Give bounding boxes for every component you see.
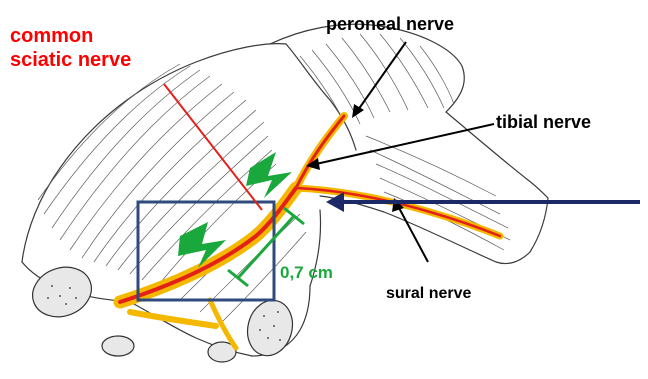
label-common-sciatic-line2: sciatic nerve [10, 49, 131, 71]
lightning-bolt-icon [246, 152, 292, 198]
label-distance: 0,7 cm [280, 263, 333, 282]
label-sural-nerve: sural nerve [386, 285, 471, 302]
annotation-lines [164, 42, 640, 262]
label-peroneal-nerve: peroneal nerve [326, 14, 454, 34]
nerve-bundle [120, 116, 500, 348]
label-tibial-nerve: tibial nerve [496, 112, 591, 132]
bone-ends [26, 259, 299, 362]
label-common-sciatic-line1: common [10, 25, 93, 47]
